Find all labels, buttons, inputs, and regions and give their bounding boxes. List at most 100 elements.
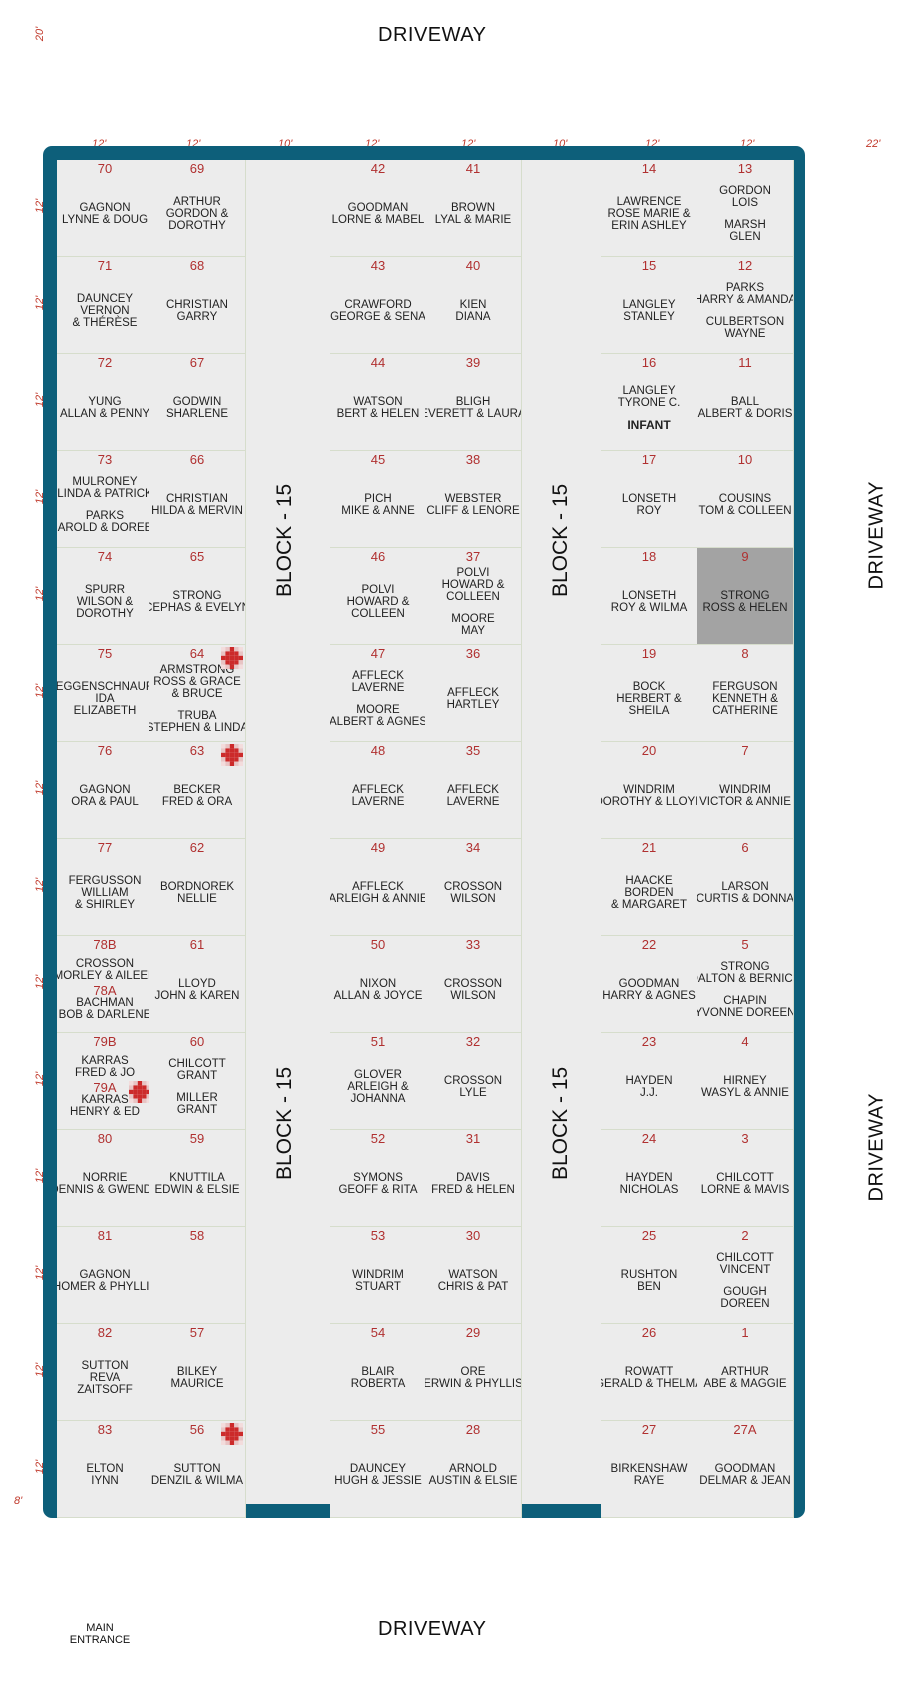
- plot-58[interactable]: 58: [149, 1227, 246, 1324]
- plot-5[interactable]: 5STRONGDALTON & BERNICECHAPINYVONNE DORE…: [697, 936, 794, 1033]
- given-names: CHRIS & PAT: [437, 1280, 509, 1293]
- given-names: GORDON &: [165, 207, 229, 220]
- surname: STRONG: [720, 960, 770, 973]
- given-names: DOROTHY: [76, 607, 134, 620]
- plot-number: 36: [465, 646, 481, 661]
- surname: BROWN: [450, 201, 496, 214]
- surname: LANGLEY: [622, 384, 676, 397]
- plot-80[interactable]: 80NORRIEDENNIS & GWENDA: [57, 1130, 154, 1227]
- plot-20[interactable]: 20WINDRIMDOROTHY & LLOYD: [601, 742, 698, 839]
- plot-26[interactable]: 26ROWATTGERALD & THELMA: [601, 1324, 698, 1421]
- plot-number: 52: [370, 1131, 386, 1146]
- given-names: LAVERNE: [446, 795, 500, 808]
- plot-number: 9: [741, 549, 749, 564]
- given-names: LAVERNE: [351, 795, 405, 808]
- surname: CHRISTIAN: [166, 492, 228, 505]
- surname: CHILCOTT: [716, 1251, 774, 1264]
- surname: AFFLECK: [352, 783, 404, 796]
- surname: GAGNON: [79, 201, 131, 214]
- surname: BILKEY: [176, 1365, 218, 1378]
